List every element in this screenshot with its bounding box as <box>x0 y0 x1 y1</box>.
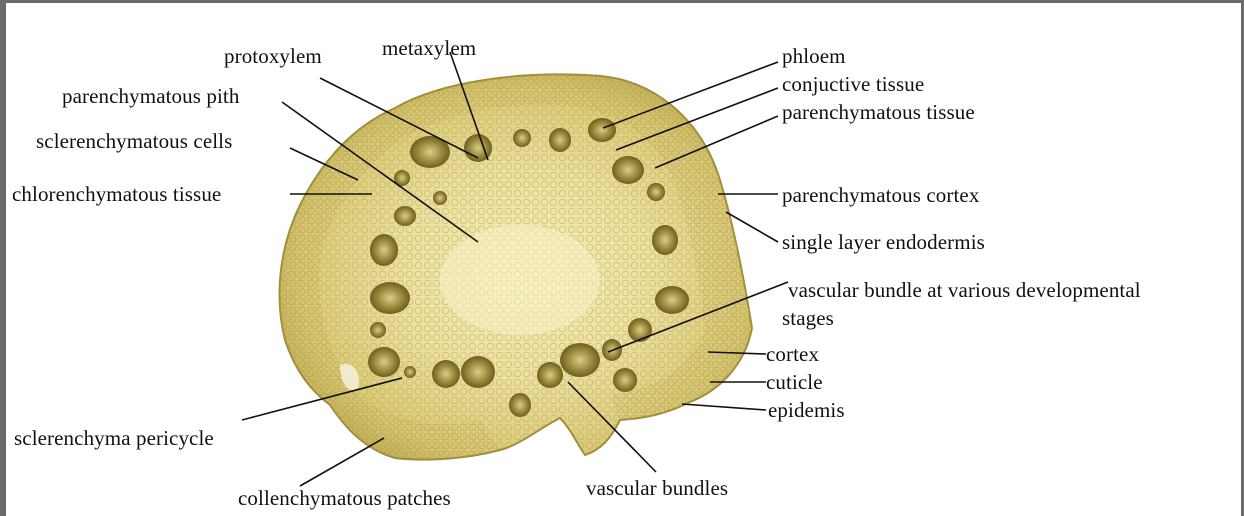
label-chlorenchymatous-tissue: chlorenchymatous tissue <box>12 182 221 206</box>
vascular-bundle <box>588 118 616 142</box>
vascular-bundle <box>537 362 563 388</box>
label-single-layer-endodermis: single layer endodermis <box>782 230 985 254</box>
label-parenchymatous-cortex: parenchymatous cortex <box>782 183 979 207</box>
label-phloem: phloem <box>782 44 846 68</box>
label-conjuctive-tissue: conjuctive tissue <box>782 72 924 96</box>
vascular-bundle <box>394 206 416 226</box>
vascular-bundle <box>461 356 495 388</box>
vascular-bundle <box>628 318 652 342</box>
vascular-bundle <box>370 234 398 266</box>
vascular-bundle <box>647 183 665 201</box>
vascular-bundle <box>368 347 400 377</box>
vascular-bundle <box>612 156 644 184</box>
label-parenchymatous-pith: parenchymatous pith <box>62 84 239 108</box>
vascular-bundle <box>655 286 689 314</box>
leader-collenchymatous-patches <box>300 438 384 486</box>
vascular-bundle <box>433 191 447 205</box>
label-metaxylem: metaxylem <box>382 36 476 60</box>
label-sclerenchyma-pericycle: sclerenchyma pericycle <box>14 426 214 450</box>
vascular-bundle <box>613 368 637 392</box>
label-vascular-bundle-developmental-line1: vascular bundle at various developmental <box>788 278 1141 302</box>
label-vascular-bundle-developmental-line2: stages <box>782 306 834 330</box>
label-collenchymatous-patches: collenchymatous patches <box>238 486 451 510</box>
vascular-bundle <box>370 322 386 338</box>
label-sclerenchymatous-cells: sclerenchymatous cells <box>36 129 232 153</box>
stem-section <box>270 70 760 470</box>
label-parenchymatous-tissue: parenchymatous tissue <box>782 100 975 124</box>
label-epidemis: epidemis <box>768 398 845 422</box>
leader-epidemis <box>682 404 766 410</box>
label-protoxylem: protoxylem <box>224 44 322 68</box>
label-cortex: cortex <box>766 342 819 366</box>
label-vascular-bundles: vascular bundles <box>586 476 728 500</box>
vascular-bundle <box>509 393 531 417</box>
vascular-bundle <box>560 343 600 377</box>
vascular-bundle <box>652 225 678 255</box>
vascular-bundle <box>404 366 416 378</box>
vascular-bundle <box>549 128 571 152</box>
vascular-bundle <box>370 282 410 314</box>
vascular-bundle <box>432 360 460 388</box>
vascular-bundle <box>513 129 531 147</box>
label-cuticle: cuticle <box>766 370 823 394</box>
